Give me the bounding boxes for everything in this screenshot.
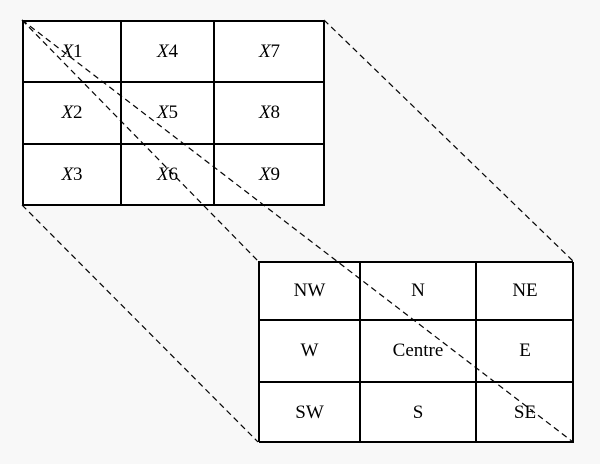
projection-line-diagonal: [21, 19, 574, 443]
cell-variable: X: [156, 164, 169, 185]
cell-variable: X: [61, 102, 74, 123]
grid-cell-w: W: [259, 320, 360, 382]
cell-variable: X: [156, 102, 169, 123]
cell-index: 5: [168, 102, 179, 123]
cell-index: 4: [168, 40, 179, 62]
grid-cell-se: SE: [476, 382, 574, 443]
cell-variable: X: [61, 40, 74, 62]
cell-index: 7: [270, 40, 281, 62]
cell-variable: X: [258, 102, 271, 123]
cell-index: 9: [270, 164, 281, 185]
cell-variable: X: [258, 40, 271, 62]
cell-index: 1: [73, 40, 83, 62]
cell-index: 8: [270, 102, 281, 123]
grid-cell-n: N: [360, 262, 476, 320]
projection-line-bottom-left: [21, 204, 259, 443]
cell-index: 3: [73, 164, 83, 185]
grid-cell-s: S: [360, 382, 476, 443]
cell-index: 2: [73, 102, 83, 123]
grid-cell-e: E: [476, 320, 574, 382]
grid-cell-centre: Centre: [360, 320, 476, 382]
grid-cell-sw: SW: [259, 382, 360, 443]
cell-variable: X: [61, 164, 74, 185]
grid-cell-nw: NW: [259, 262, 360, 320]
projection-line-top-right: [323, 19, 574, 262]
cell-variable: X: [258, 164, 271, 185]
grid-cell-ne: NE: [476, 262, 574, 320]
projection-line-top-left: [21, 19, 259, 262]
direction-grid: NW N NE W Centre E SW S SE: [258, 261, 574, 443]
cell-variable: X: [156, 40, 169, 62]
cell-index: 6: [168, 164, 179, 185]
